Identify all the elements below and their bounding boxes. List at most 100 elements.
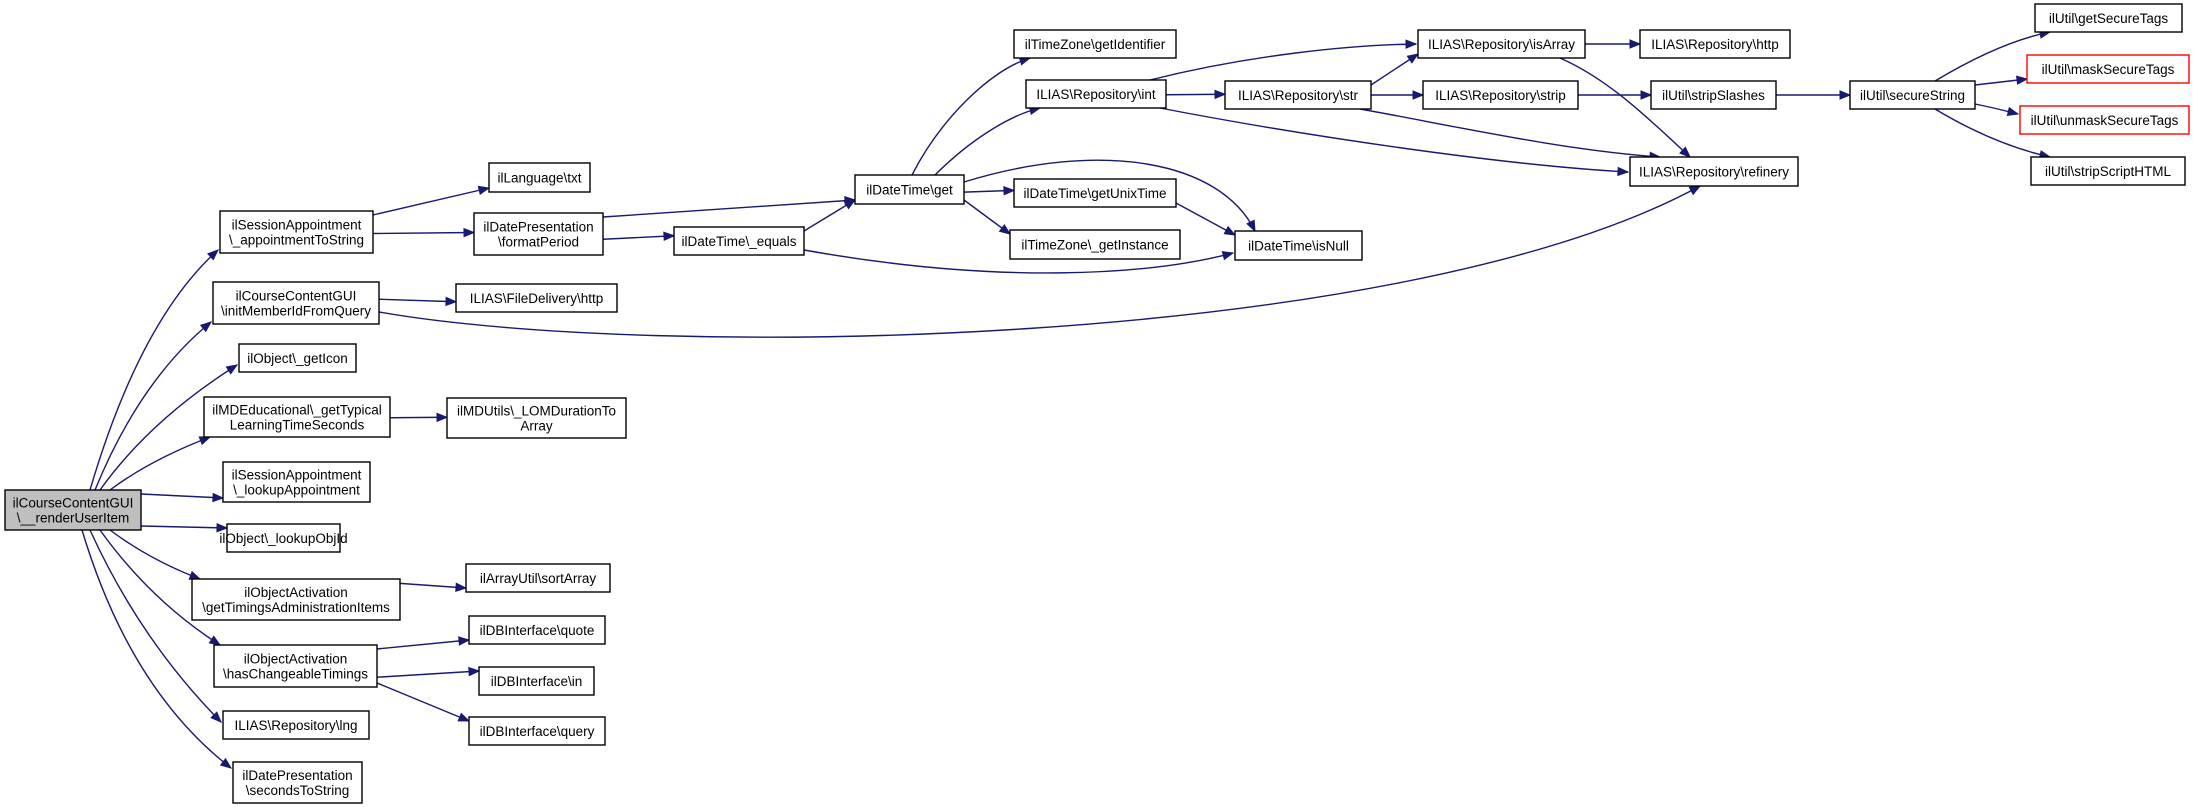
node-box xyxy=(222,710,370,740)
node-label: ilObjectActivation xyxy=(244,652,348,667)
edge-repoStr-to-repoRefinery xyxy=(1359,108,1662,161)
edge-line xyxy=(140,525,228,529)
node-tzInstance[interactable]: ilTimeZone\_getInstance xyxy=(1009,229,1181,260)
edge-dtGet-to-tzInstance xyxy=(963,199,1012,235)
edge-arrowhead xyxy=(219,757,233,769)
node-getSecureTags[interactable]: ilUtil\getSecureTags xyxy=(2034,3,2183,33)
node-repoHttp[interactable]: ILIAS\Repository\http xyxy=(1639,29,1791,59)
node-dbIn[interactable]: ilDBInterface\in xyxy=(478,666,595,696)
node-mdEdu[interactable]: ilMDEducational\_getTypicalLearningTimeS… xyxy=(203,396,391,438)
edge-root-to-hasChangeable xyxy=(99,529,222,646)
edge-line xyxy=(89,529,222,723)
node-box xyxy=(478,666,595,696)
edge-line xyxy=(89,249,219,491)
node-box xyxy=(191,578,401,621)
edge-arrowhead xyxy=(1679,146,1691,158)
node-maskSecureTags[interactable]: ilUtil\maskSecureTags xyxy=(2026,54,2190,84)
node-box xyxy=(213,644,378,688)
edge-hasChangeable-to-dbQuote xyxy=(376,636,471,650)
edge-dtUnix-to-dtIsNull xyxy=(1175,202,1237,236)
node-repoInt[interactable]: ILIAS\Repository\int xyxy=(1025,79,1167,109)
node-initMember[interactable]: ilCourseContentGUI\initMemberIdFromQuery xyxy=(212,281,380,325)
edge-line xyxy=(934,107,1041,176)
edge-dtGet-to-dtIsNull xyxy=(963,159,1256,233)
edge-repoInt-to-repoRefinery xyxy=(1159,107,1630,177)
edge-line xyxy=(378,185,1701,338)
edge-arrowhead xyxy=(207,249,220,261)
edge-hasChangeable-to-dbQuery xyxy=(376,682,471,722)
node-label: ilObject\_getIcon xyxy=(247,351,348,366)
node-box xyxy=(455,283,618,313)
edge-dtEquals-to-dtGet xyxy=(803,199,857,232)
node-fileHttp[interactable]: ILIAS\FileDelivery\http xyxy=(455,283,618,313)
node-label: \_lookupAppointment xyxy=(233,483,360,498)
node-repoRefinery[interactable]: ILIAS\Repository\refinery xyxy=(1629,156,1799,187)
node-label: \_appointmentToString xyxy=(229,233,364,248)
node-unmaskSecureTags[interactable]: ilUtil\unmaskSecureTags xyxy=(2019,105,2190,135)
node-formatPeriod[interactable]: ilDatePresentation\formatPeriod xyxy=(473,212,604,256)
node-hasChangeable[interactable]: ilObjectActivation\hasChangeableTimings xyxy=(213,644,378,688)
edge-arrowhead xyxy=(463,227,476,238)
node-timingsAdmin[interactable]: ilObjectActivation\getTimingsAdministrat… xyxy=(191,578,401,621)
node-label: ilDateTime\getUnixTime xyxy=(1023,186,1166,201)
edge-root-to-initMember xyxy=(94,321,213,491)
node-secToString[interactable]: ilDatePresentation\secondsToString xyxy=(232,761,363,804)
node-box xyxy=(1013,29,1177,59)
node-dtGet[interactable]: ilDateTime\get xyxy=(854,174,965,205)
node-label: ilUtil\unmaskSecureTags xyxy=(2031,113,2179,128)
node-langTxt[interactable]: ilLanguage\txt xyxy=(488,162,591,193)
node-box xyxy=(232,761,363,804)
node-lookupObjId[interactable]: ilObject\_lookupObjId xyxy=(219,523,348,553)
node-label: ilObjectActivation xyxy=(244,585,348,600)
node-repoIsArray[interactable]: ILIAS\Repository\isArray xyxy=(1417,29,1586,59)
node-box xyxy=(212,281,380,325)
edge-repoStr-to-repoIsArray xyxy=(1370,53,1420,86)
node-repoStr[interactable]: ILIAS\Repository\str xyxy=(1224,80,1372,110)
edge-root-to-mdEdu xyxy=(109,436,212,491)
edge-line xyxy=(376,682,470,722)
edge-arrowhead xyxy=(843,199,857,210)
node-dtIsNull[interactable]: ilDateTime\isNull xyxy=(1234,230,1363,261)
edge-root-to-lookupApp xyxy=(140,492,225,503)
edge-formatPeriod-to-dtEquals xyxy=(602,231,676,241)
edge-line xyxy=(602,199,856,218)
edge-line xyxy=(1159,107,1629,173)
node-dtUnix[interactable]: ilDateTime\getUnixTime xyxy=(1013,178,1177,208)
node-box xyxy=(2034,3,2183,33)
node-dbQuote[interactable]: ilDBInterface\quote xyxy=(468,615,606,645)
edge-mdEdu-to-lomDuration xyxy=(389,412,449,423)
node-stripScriptHTML[interactable]: ilUtil\stripScriptHTML xyxy=(2030,156,2186,186)
edge-arrowhead xyxy=(1246,219,1256,233)
edge-sessAppToString-to-formatPeriod xyxy=(372,227,476,238)
node-repoStrip[interactable]: ILIAS\Repository\strip xyxy=(1422,80,1579,110)
edge-repoStrip-to-stripSlashes xyxy=(1578,90,1653,100)
edge-root-to-lookupObjId xyxy=(140,523,229,533)
edge-line xyxy=(1934,31,2051,82)
node-label: ilSessionAppointment xyxy=(232,468,362,483)
node-root[interactable]: ilCourseContentGUI\__renderUserItem xyxy=(4,489,142,531)
node-repoLng[interactable]: ILIAS\Repository\lng xyxy=(222,710,370,740)
node-tzGetId[interactable]: ilTimeZone\getIdentifier xyxy=(1013,29,1177,59)
node-secureString[interactable]: ilUtil\secureString xyxy=(1849,80,1976,110)
node-getIcon[interactable]: ilObject\_getIcon xyxy=(238,343,357,373)
edge-secureString-to-unmaskSecureTags xyxy=(1974,103,2020,117)
node-stripSlashes[interactable]: ilUtil\stripSlashes xyxy=(1650,80,1777,110)
edge-secureString-to-maskSecureTags xyxy=(1974,75,2029,86)
node-lookupApp[interactable]: ilSessionAppointment\_lookupAppointment xyxy=(222,461,371,503)
node-sessAppToString[interactable]: ilSessionAppointment\_appointmentToStrin… xyxy=(219,210,374,254)
node-label: ILIAS\Repository\str xyxy=(1238,88,1359,103)
node-label: ILIAS\Repository\refinery xyxy=(1639,165,1789,180)
node-label: ilObject\_lookupObjId xyxy=(219,531,347,546)
edge-formatPeriod-to-dtGet xyxy=(602,195,857,218)
node-dbQuery[interactable]: ilDBInterface\query xyxy=(468,716,606,746)
node-label: ilUtil\secureString xyxy=(1860,88,1965,103)
edge-arrowhead xyxy=(188,570,202,580)
node-label: ilDBInterface\query xyxy=(480,724,595,739)
node-box xyxy=(1629,156,1799,187)
node-dtEquals[interactable]: ilDateTime\_equals xyxy=(673,226,805,256)
node-sortArray[interactable]: ilArrayUtil\sortArray xyxy=(465,563,611,593)
edge-line xyxy=(803,249,1234,274)
edge-line xyxy=(376,670,480,678)
edge-line xyxy=(109,436,211,491)
